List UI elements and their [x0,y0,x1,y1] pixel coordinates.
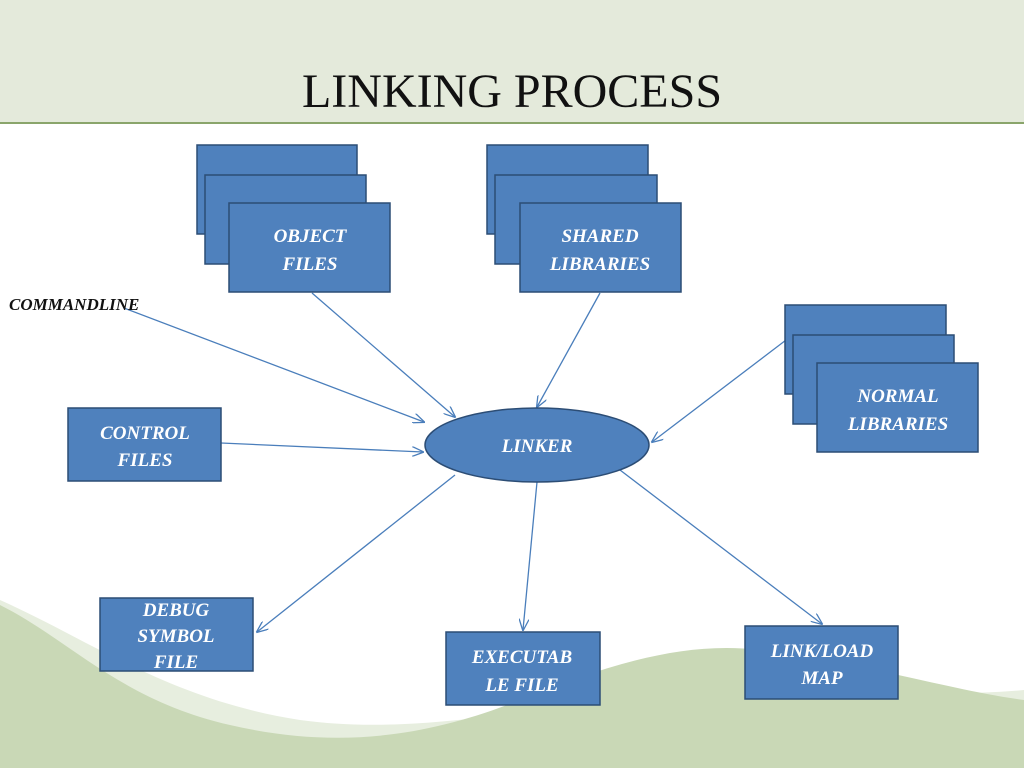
link-load-map-label-line2: MAP [800,668,843,689]
control-files-box: CONTROL FILES [67,407,222,482]
object-files-front-box [228,202,391,293]
commandline-label: COMMANDLINE [9,295,139,314]
shared-libraries-stack: SHARED LIBRARIES [486,144,682,293]
executable-file-label-line2: LE FILE [484,675,558,696]
debug-symbol-file-label-line3: FILE [153,652,198,673]
shared-libraries-label-line2: LIBRARIES [549,254,650,275]
arrow-linker-to-executable-file [523,481,538,630]
arrows [123,292,822,632]
executable-file-box: EXECUTAB LE FILE [445,631,601,706]
slide-title: LINKING PROCESS [301,65,723,118]
debug-symbol-file-label-line1: DEBUG [142,600,210,621]
control-files-label-line2: FILES [117,450,173,471]
executable-file-rect [445,631,601,706]
linker-ellipse [424,407,650,483]
debug-symbol-file-box: DEBUG SYMBOL FILE [99,597,254,673]
normal-libraries-stack: NORMAL LIBRARIES [784,304,979,453]
arrow-control-files-to-linker [220,442,423,452]
control-files-label-line1: CONTROL [100,423,190,444]
shared-libraries-label-line1: SHARED [561,226,638,247]
arrow-linker-to-link-load-map [619,469,822,624]
debug-symbol-file-rect [99,597,254,672]
normal-libraries-label-line1: NORMAL [856,386,938,407]
linker-node: LINKER [424,407,650,483]
header-band [0,0,1024,124]
arrow-commandline-to-linker [123,307,424,422]
background-wave-mid [0,605,1024,768]
normal-libraries-front-box [816,362,979,453]
link-load-map-label-line1: LINK/LOAD [770,641,874,662]
object-files-label-line1: OBJECT [274,226,348,247]
shared-libraries-front-box [519,202,682,293]
arrow-shared-libraries-to-linker [537,292,601,407]
arrow-normal-libraries-to-linker [652,336,791,442]
link-load-map-box: LINK/LOAD MAP [744,625,899,700]
object-files-stack: OBJECT FILES [196,144,391,293]
normal-libraries-label-line2: LIBRARIES [847,414,948,435]
arrow-object-files-to-linker [311,292,455,417]
arrow-linker-to-debug-symbol-file [257,474,456,632]
executable-file-label-line1: EXECUTAB [471,647,572,668]
link-load-map-rect [744,625,899,700]
linker-label: LINKER [501,436,573,457]
control-files-rect [67,407,222,482]
debug-symbol-file-label-line2: SYMBOL [137,626,214,647]
object-files-label-line2: FILES [282,254,338,275]
